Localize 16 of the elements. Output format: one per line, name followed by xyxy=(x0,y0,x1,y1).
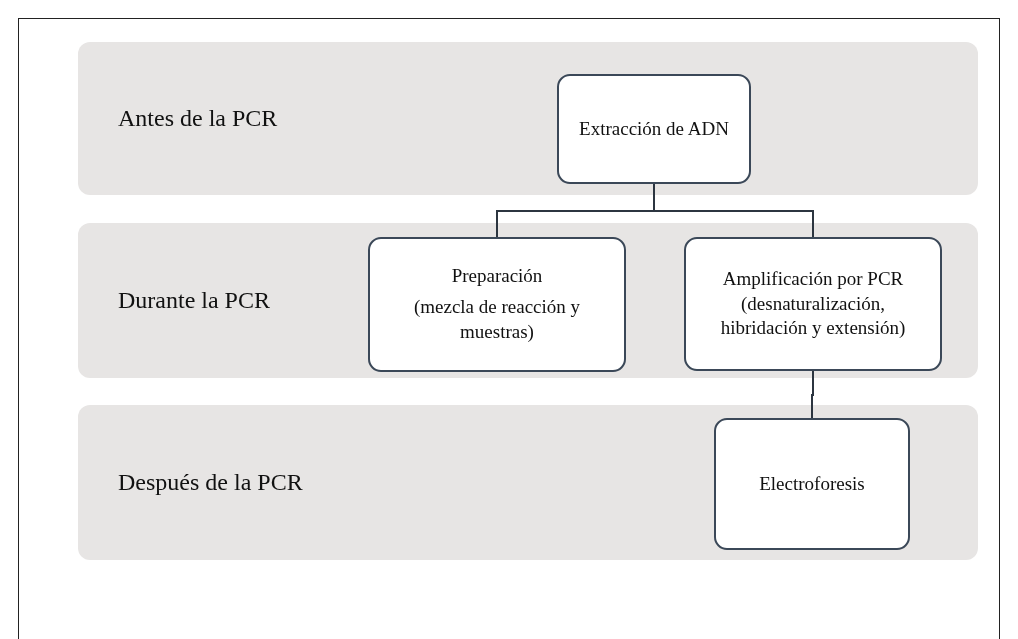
process-box xyxy=(714,418,910,550)
process-box xyxy=(368,237,626,372)
step-text: (mezcla de reacción y muestras) xyxy=(412,295,582,344)
stage-label: Antes de la PCR xyxy=(118,104,278,133)
process-box xyxy=(684,237,942,371)
step-text: Amplificación por PCR (desnaturalización, hibridación y extensión) xyxy=(719,266,907,341)
stage-label: Después de la PCR xyxy=(118,468,303,497)
connector-line xyxy=(811,370,814,419)
step-text: Electroforesis xyxy=(759,471,865,496)
step-text: Extracción de ADN xyxy=(579,116,729,141)
stage-band xyxy=(78,405,978,560)
stage-band xyxy=(78,223,978,378)
stage-label: Durante la PCR xyxy=(118,286,270,315)
step-text: Preparación xyxy=(451,264,543,289)
stage-band xyxy=(78,42,978,195)
process-box xyxy=(557,74,751,184)
